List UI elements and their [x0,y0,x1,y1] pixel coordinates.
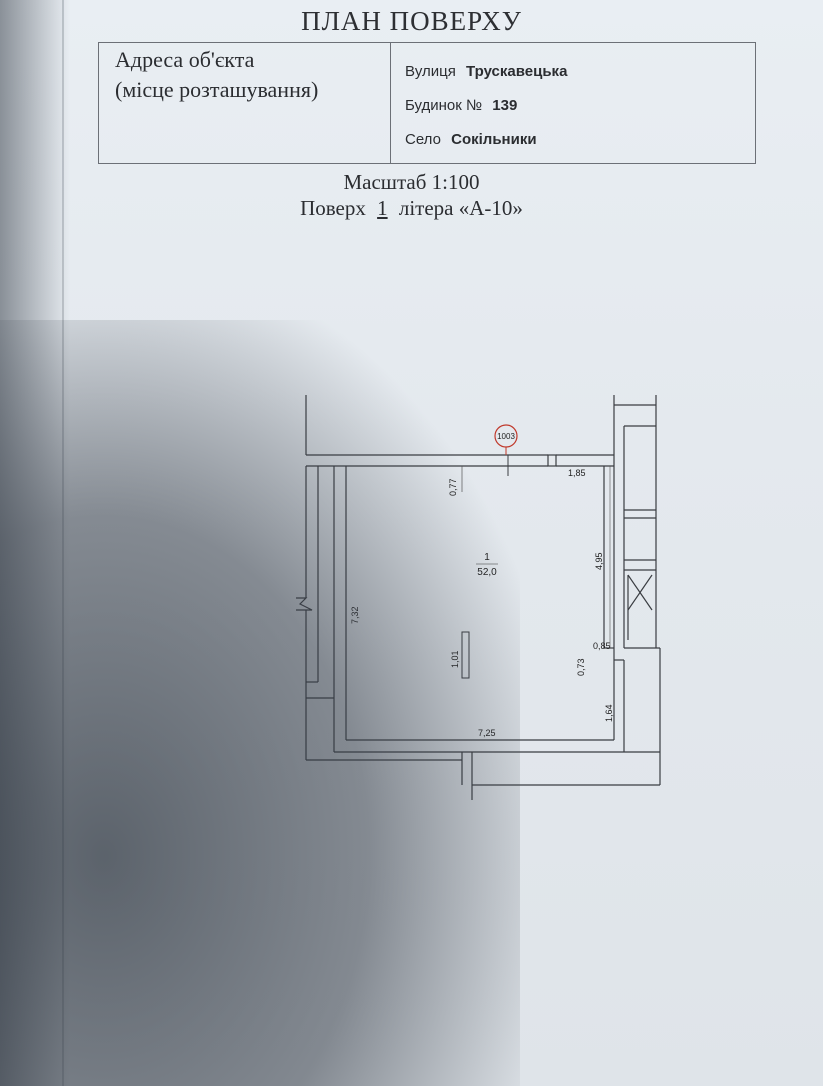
street-row: Вулиця Трускавецька [405,63,567,97]
dim-073: 0,73 [576,658,586,676]
address-label-cell: Адреса об'єкта (місце розташування) [99,43,391,163]
dim-495: 4,95 [594,552,604,570]
village-value: Сокільники [451,131,537,148]
room-area: 52,0 [477,567,497,578]
village-row: Село Сокільники [405,131,567,165]
address-label-line1: Адреса об'єкта [115,47,255,72]
building-label: Будинок № [405,97,483,114]
dim-085: 0,85 [593,641,611,651]
address-table: Адреса об'єкта (місце розташування) Вули… [98,42,756,164]
village-label: Село [405,131,441,148]
fixture-rect [461,631,470,679]
marker-label: 1003 [497,432,515,441]
floor-suffix: літера «А-10» [398,196,523,220]
scale-text: Масштаб 1:100 [343,170,480,194]
dim-185: 1,85 [568,468,586,478]
street-value: Трускавецька [466,63,568,80]
floor-line: Поверх 1 літера «А-10» [0,196,823,221]
dim-732: 7,32 [350,606,360,624]
address-label-line2: (місце розташування) [115,77,319,102]
room-number: 1 [484,552,490,563]
dim-164: 1,64 [604,704,614,722]
page-title: ПЛАН ПОВЕРХУ [301,6,522,36]
dim-725: 7,25 [478,728,496,738]
floor-prefix: Поверх [300,196,366,220]
building-row: Будинок № 139 [405,97,567,131]
dim-101: 1,01 [450,650,460,668]
building-value: 139 [492,97,518,114]
address-value-cell: Вулиця Трускавецька Будинок № 139 Село С… [405,63,567,165]
floor-number: 1 [377,196,388,220]
street-label: Вулиця [405,63,456,80]
dim-077: 0,77 [448,478,458,496]
wall-lines [296,395,661,800]
photo-shadow-edge [0,0,70,1086]
